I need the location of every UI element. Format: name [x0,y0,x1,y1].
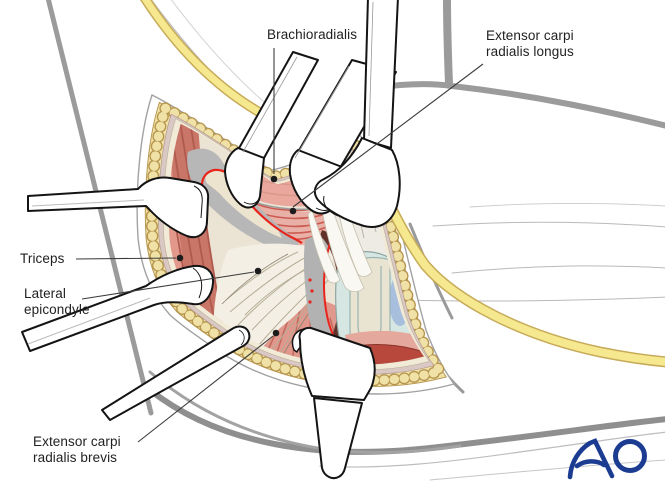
retractor-top-center [224,51,319,209]
leader-ecrl [292,63,484,208]
retractor-bottom [291,326,376,480]
retractor-left [27,176,210,239]
leader-lateral-epicondyle [81,271,255,300]
joint-capsule-complex [303,195,424,365]
label-extensor-carpi-radialis-longus: Extensor carpi radialis longus [486,28,574,59]
leader-lines [75,48,484,443]
subcutaneous-vein-upper [139,0,269,121]
retractor-lower-left-thin [101,325,251,421]
leader-ecrb [137,335,274,443]
label-triceps: Triceps [20,251,65,266]
ao-logo [567,438,647,480]
suture-dots [308,278,314,304]
label-dots [176,175,297,337]
retractor-right [313,0,401,228]
label-lateral-epicondyle: Lateral epicondyle [24,286,90,317]
leader-triceps [75,257,177,260]
label-extensor-carpi-radialis-brevis: Extensor carpi radialis brevis [33,434,121,465]
label-brachioradialis: Brachioradialis [267,27,358,42]
